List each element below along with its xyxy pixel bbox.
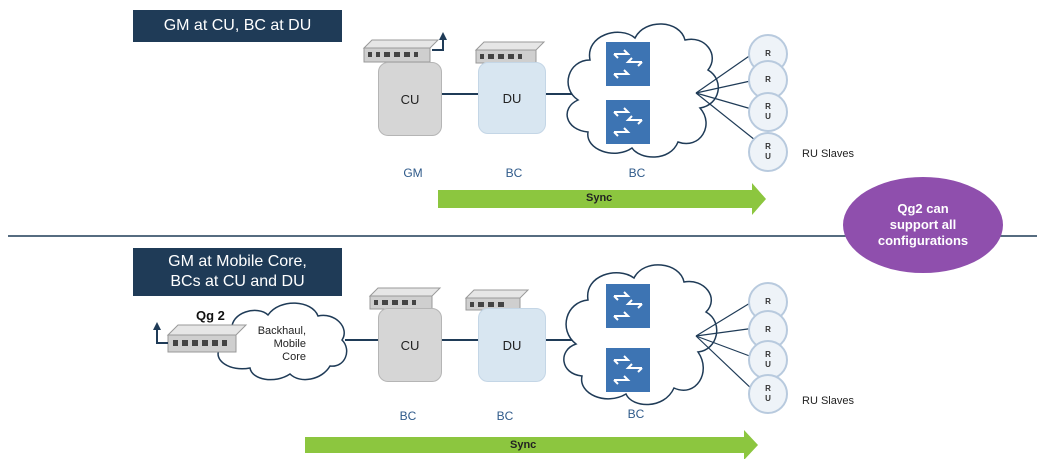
du-node-bottom: DU (478, 308, 546, 382)
ru-node-bottom-2-line1: R (765, 325, 771, 334)
ru-slaves-label-top: RU Slaves (802, 148, 854, 160)
ru-node-bottom-1-line1: R (765, 297, 771, 306)
callout-line-2: support all (889, 217, 957, 232)
qg2-device-label: Qg 2 (196, 308, 225, 323)
ru-links-bottom (695, 299, 756, 393)
du-label-bottom: DU (502, 337, 522, 353)
qg2-device-icon-bottom-du (464, 289, 530, 311)
qg2-callout: Qg2 can support all configurations (843, 177, 1003, 273)
backhaul-cloud-line3: Core (282, 351, 306, 363)
sync-label-top: Sync (586, 192, 613, 204)
sync-arrow-top (438, 183, 766, 215)
ru-node-top-3-line1: R (765, 102, 771, 111)
network-cloud-top (566, 23, 719, 158)
ru-node-bottom-3-line1: R (765, 350, 771, 359)
backhaul-cloud-line2: Mobile (273, 338, 306, 350)
role-bc-du-top: BC (505, 166, 523, 180)
switch-icon-bottom-2 (606, 348, 650, 392)
switch-icon-top-2 (606, 100, 650, 144)
ru-node-top-2-line1: R (765, 75, 771, 84)
cu-label-bottom: CU (400, 337, 420, 353)
network-cloud-bottom (563, 264, 718, 406)
backhaul-cloud-line1: Backhaul, (257, 325, 306, 337)
top-banner-text: GM at CU, BC at DU (163, 17, 312, 34)
qg2-device-icon-backhaul (166, 324, 248, 353)
ru-node-top-4-line2: U (765, 152, 771, 161)
qg2-device-icon-bottom-cu (368, 287, 442, 310)
sync-label-bottom: Sync (510, 439, 537, 451)
du-label-top: DU (502, 90, 522, 106)
ru-slaves-label-bottom: RU Slaves (802, 395, 854, 407)
role-bc-cu-bottom: BC (399, 409, 417, 423)
ru-node-top-3-line2: U (765, 112, 771, 121)
ru-node-bottom-4-line1: R (765, 384, 771, 393)
callout-line-3: configurations (877, 233, 969, 248)
bottom-banner-line2: BCs at CU and DU (170, 273, 305, 290)
role-gm-top: GM (403, 166, 423, 180)
du-node-top: DU (478, 62, 546, 134)
role-bc-du-bottom: BC (496, 409, 514, 423)
qg2-device-icon-top-du (474, 41, 546, 64)
backhaul-cloud (210, 302, 348, 381)
callout-line-1: Qg2 can (897, 201, 949, 216)
ru-node-top-1-line1: R (765, 49, 771, 58)
cu-node-top: CU (378, 62, 442, 136)
backhaul-cloud-label: Backhaul, Mobile Core (244, 325, 306, 364)
ru-node-top-4-line1: R (765, 142, 771, 151)
role-bc-net-top: BC (628, 166, 646, 180)
ru-node-bottom-4: R U (748, 374, 788, 414)
ru-node-bottom-3: R U (748, 340, 788, 380)
cu-node-bottom: CU (378, 308, 442, 382)
sync-arrow-bottom (305, 430, 758, 459)
bottom-banner-line1: GM at Mobile Core, (168, 253, 307, 270)
ru-links-top (695, 51, 756, 141)
uplink-arrow-icon-top (432, 32, 447, 51)
bottom-banner: GM at Mobile Core, BCs at CU and DU (133, 248, 342, 296)
cu-label-top: CU (400, 91, 420, 107)
top-banner: GM at CU, BC at DU (133, 10, 342, 42)
uplink-arrow-icon-bottom (153, 322, 168, 344)
switch-icon-bottom-1 (606, 284, 650, 328)
ru-node-top-3: R U (748, 92, 788, 132)
ru-node-top-4: R U (748, 132, 788, 172)
switch-icon-top-1 (606, 42, 650, 86)
ru-node-bottom-4-line2: U (765, 394, 771, 403)
ru-node-bottom-3-line2: U (765, 360, 771, 369)
role-bc-net-bottom: BC (627, 407, 645, 421)
qg2-device-icon-top-cu (362, 39, 440, 63)
